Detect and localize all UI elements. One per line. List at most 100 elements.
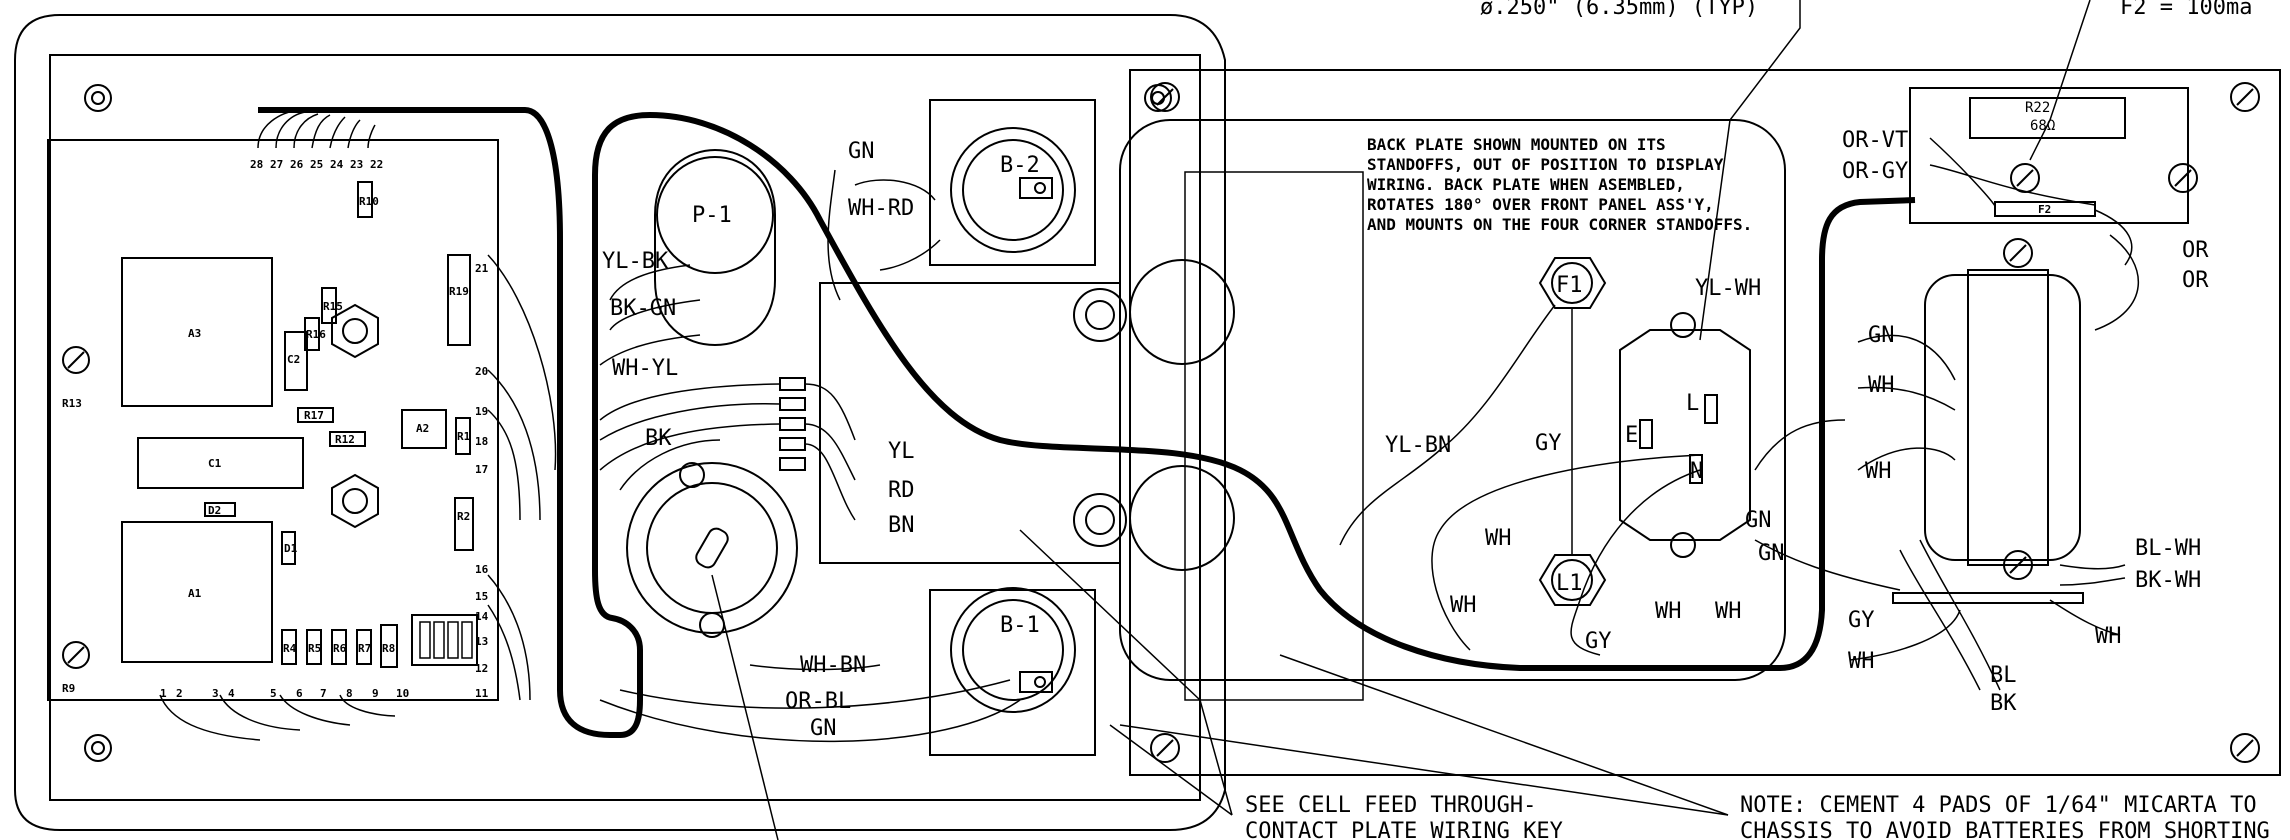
- wire-wh-right-d: WH: [1848, 649, 1875, 674]
- resistor-r2: [454, 497, 474, 551]
- pin-24: 24: [330, 158, 344, 171]
- resistor-r19: [447, 254, 471, 346]
- label-a2: A2: [416, 422, 429, 435]
- pin-5: 5: [270, 687, 277, 700]
- pin-14: 14: [475, 610, 489, 623]
- pin-7: 7: [320, 687, 327, 700]
- chassis-inner: [49, 54, 1201, 801]
- wire-wh-right-b: WH: [1865, 459, 1892, 484]
- wire-bl: BL: [1990, 663, 2017, 688]
- chassis-outer: [14, 14, 1226, 831]
- label-r10: R10: [359, 195, 379, 208]
- mount-hole-tl: [84, 84, 112, 112]
- wire-wh-rd: WH-RD: [848, 196, 914, 221]
- pcb-screw-r13: [62, 346, 90, 374]
- corner-screw-bl: [1150, 733, 1180, 763]
- ic-a3: [121, 257, 273, 407]
- pin-15: 15: [475, 590, 488, 603]
- wire-wh-right-c: WH: [2095, 624, 2122, 649]
- resistor-r4: [281, 629, 297, 665]
- wire-or-b: OR: [2182, 268, 2209, 293]
- pin-16: 16: [475, 563, 489, 576]
- resistor-r15: [321, 287, 337, 324]
- label-r16: R16: [306, 328, 326, 341]
- wire-wh-yl: WH-YL: [612, 356, 678, 381]
- wire-wh-c: WH: [1655, 599, 1682, 624]
- label-r8: R8: [382, 642, 395, 655]
- pcb-screw-r9: [62, 641, 90, 669]
- wire-bk: BK: [645, 426, 672, 451]
- diode-d2: [204, 502, 236, 517]
- wire-bk-gn: BK-GN: [610, 296, 676, 321]
- label-l1: L1: [1556, 571, 1583, 596]
- resistor-r6: [331, 629, 347, 665]
- pin-22: 22: [370, 158, 383, 171]
- wire-wh-bn: WH-BN: [800, 653, 866, 678]
- rotary-switch: [626, 462, 798, 638]
- pin-21: 21: [475, 262, 489, 275]
- resistor-r12: [329, 431, 366, 447]
- pin-23: 23: [350, 158, 363, 171]
- label-r12: R12: [335, 433, 355, 446]
- wire-wh-right-a: WH: [1868, 373, 1895, 398]
- label-r9: R9: [62, 682, 75, 695]
- transformer: [1892, 238, 2084, 604]
- label-r17: R17: [304, 409, 324, 422]
- resistor-board: [1909, 87, 2198, 224]
- label-r1: R1: [457, 430, 471, 443]
- pin-13: 13: [475, 635, 488, 648]
- wire-yl-wh: YL-WH: [1695, 276, 1761, 301]
- label-r15: R15: [323, 300, 343, 313]
- spec-diameter: ø.250" (6.35mm) (TYP): [1480, 0, 1758, 20]
- resistor-r16: [304, 317, 320, 351]
- label-r6: R6: [333, 642, 347, 655]
- wire-gn-b: GN: [1758, 541, 1785, 566]
- wire-or-a: OR: [2182, 238, 2209, 263]
- wire-wh-d: WH: [1715, 599, 1742, 624]
- dip-switch: [411, 614, 478, 666]
- capacitor-c1: [137, 437, 304, 489]
- feed-through-upper: [1073, 288, 1127, 342]
- label-d2: D2: [208, 504, 221, 517]
- wire-gn-a: GN: [1745, 508, 1772, 533]
- corner-screw-br: [2230, 733, 2260, 763]
- label-r19: R19: [449, 285, 469, 298]
- label-r2: R2: [457, 510, 470, 523]
- wire-wh-a: WH: [1485, 526, 1512, 551]
- back-plate-hole-lower: [1129, 465, 1235, 571]
- pin-12: 12: [475, 662, 488, 675]
- wire-bk-right: BK: [1990, 691, 2017, 716]
- spec-f2: F2 = 100ma: [2120, 0, 2252, 20]
- cell-housing: [819, 282, 1121, 564]
- pin-8: 8: [346, 687, 353, 700]
- ic-a1: [121, 521, 273, 663]
- diode-d1: [281, 531, 296, 565]
- board-screw-left: [2010, 163, 2040, 193]
- label-d1: D1: [284, 542, 298, 555]
- wire-or-bl: OR-BL: [785, 689, 851, 714]
- label-f2: F2: [2038, 203, 2051, 216]
- label-r22-value: 68Ω: [2030, 118, 2055, 134]
- label-f1: F1: [1556, 273, 1583, 298]
- wire-bl-wh: BL-WH: [2135, 536, 2201, 561]
- wire-gn-bottom: GN: [810, 716, 837, 741]
- pin-4: 4: [228, 687, 235, 700]
- hex-standoff-lower: [331, 473, 379, 529]
- label-a1: A1: [188, 587, 202, 600]
- pin-26: 26: [290, 158, 304, 171]
- power-inlet: [1619, 312, 1751, 558]
- pin-11: 11: [475, 687, 489, 700]
- pin-10: 10: [396, 687, 409, 700]
- pin-6: 6: [296, 687, 303, 700]
- wire-gy-right: GY: [1848, 608, 1875, 633]
- wire-or-gy: OR-GY: [1842, 159, 1908, 184]
- fuse-holder-f1: [1538, 257, 1607, 309]
- resistor-r8: [380, 624, 398, 668]
- wire-yl: YL: [888, 439, 915, 464]
- note-micarta-2: CHASSIS TO AVOID BATTERIES FROM SHORTING: [1740, 819, 2270, 840]
- feed-through-lower: [1073, 493, 1127, 547]
- note-cell-feed-1: SEE CELL FEED THROUGH-: [1245, 793, 1536, 818]
- label-inlet-n: N: [1690, 459, 1703, 484]
- board-screw-right: [2168, 163, 2198, 193]
